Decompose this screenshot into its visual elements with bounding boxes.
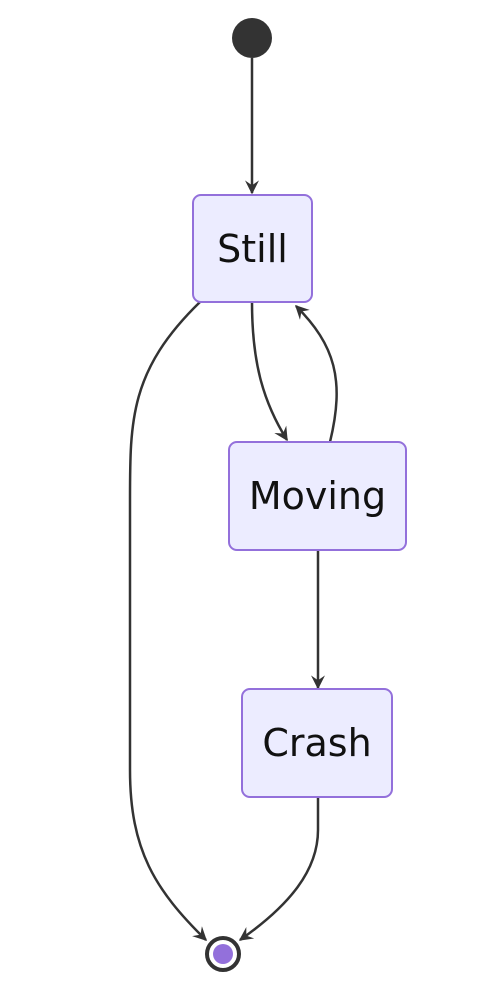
state-crash[interactable]: Crash — [241, 688, 393, 798]
state-moving[interactable]: Moving — [228, 441, 407, 551]
edge-crash-to-end — [238, 797, 320, 942]
state-crash-label: Crash — [262, 721, 371, 765]
start-node — [232, 18, 272, 58]
end-node — [205, 936, 241, 972]
state-moving-label: Moving — [249, 474, 386, 518]
state-still-label: Still — [217, 227, 288, 271]
edge-still-to-moving — [250, 301, 289, 442]
state-still[interactable]: Still — [192, 194, 313, 303]
edge-still-to-end — [128, 301, 207, 941]
edge-moving-to-still — [295, 305, 338, 443]
